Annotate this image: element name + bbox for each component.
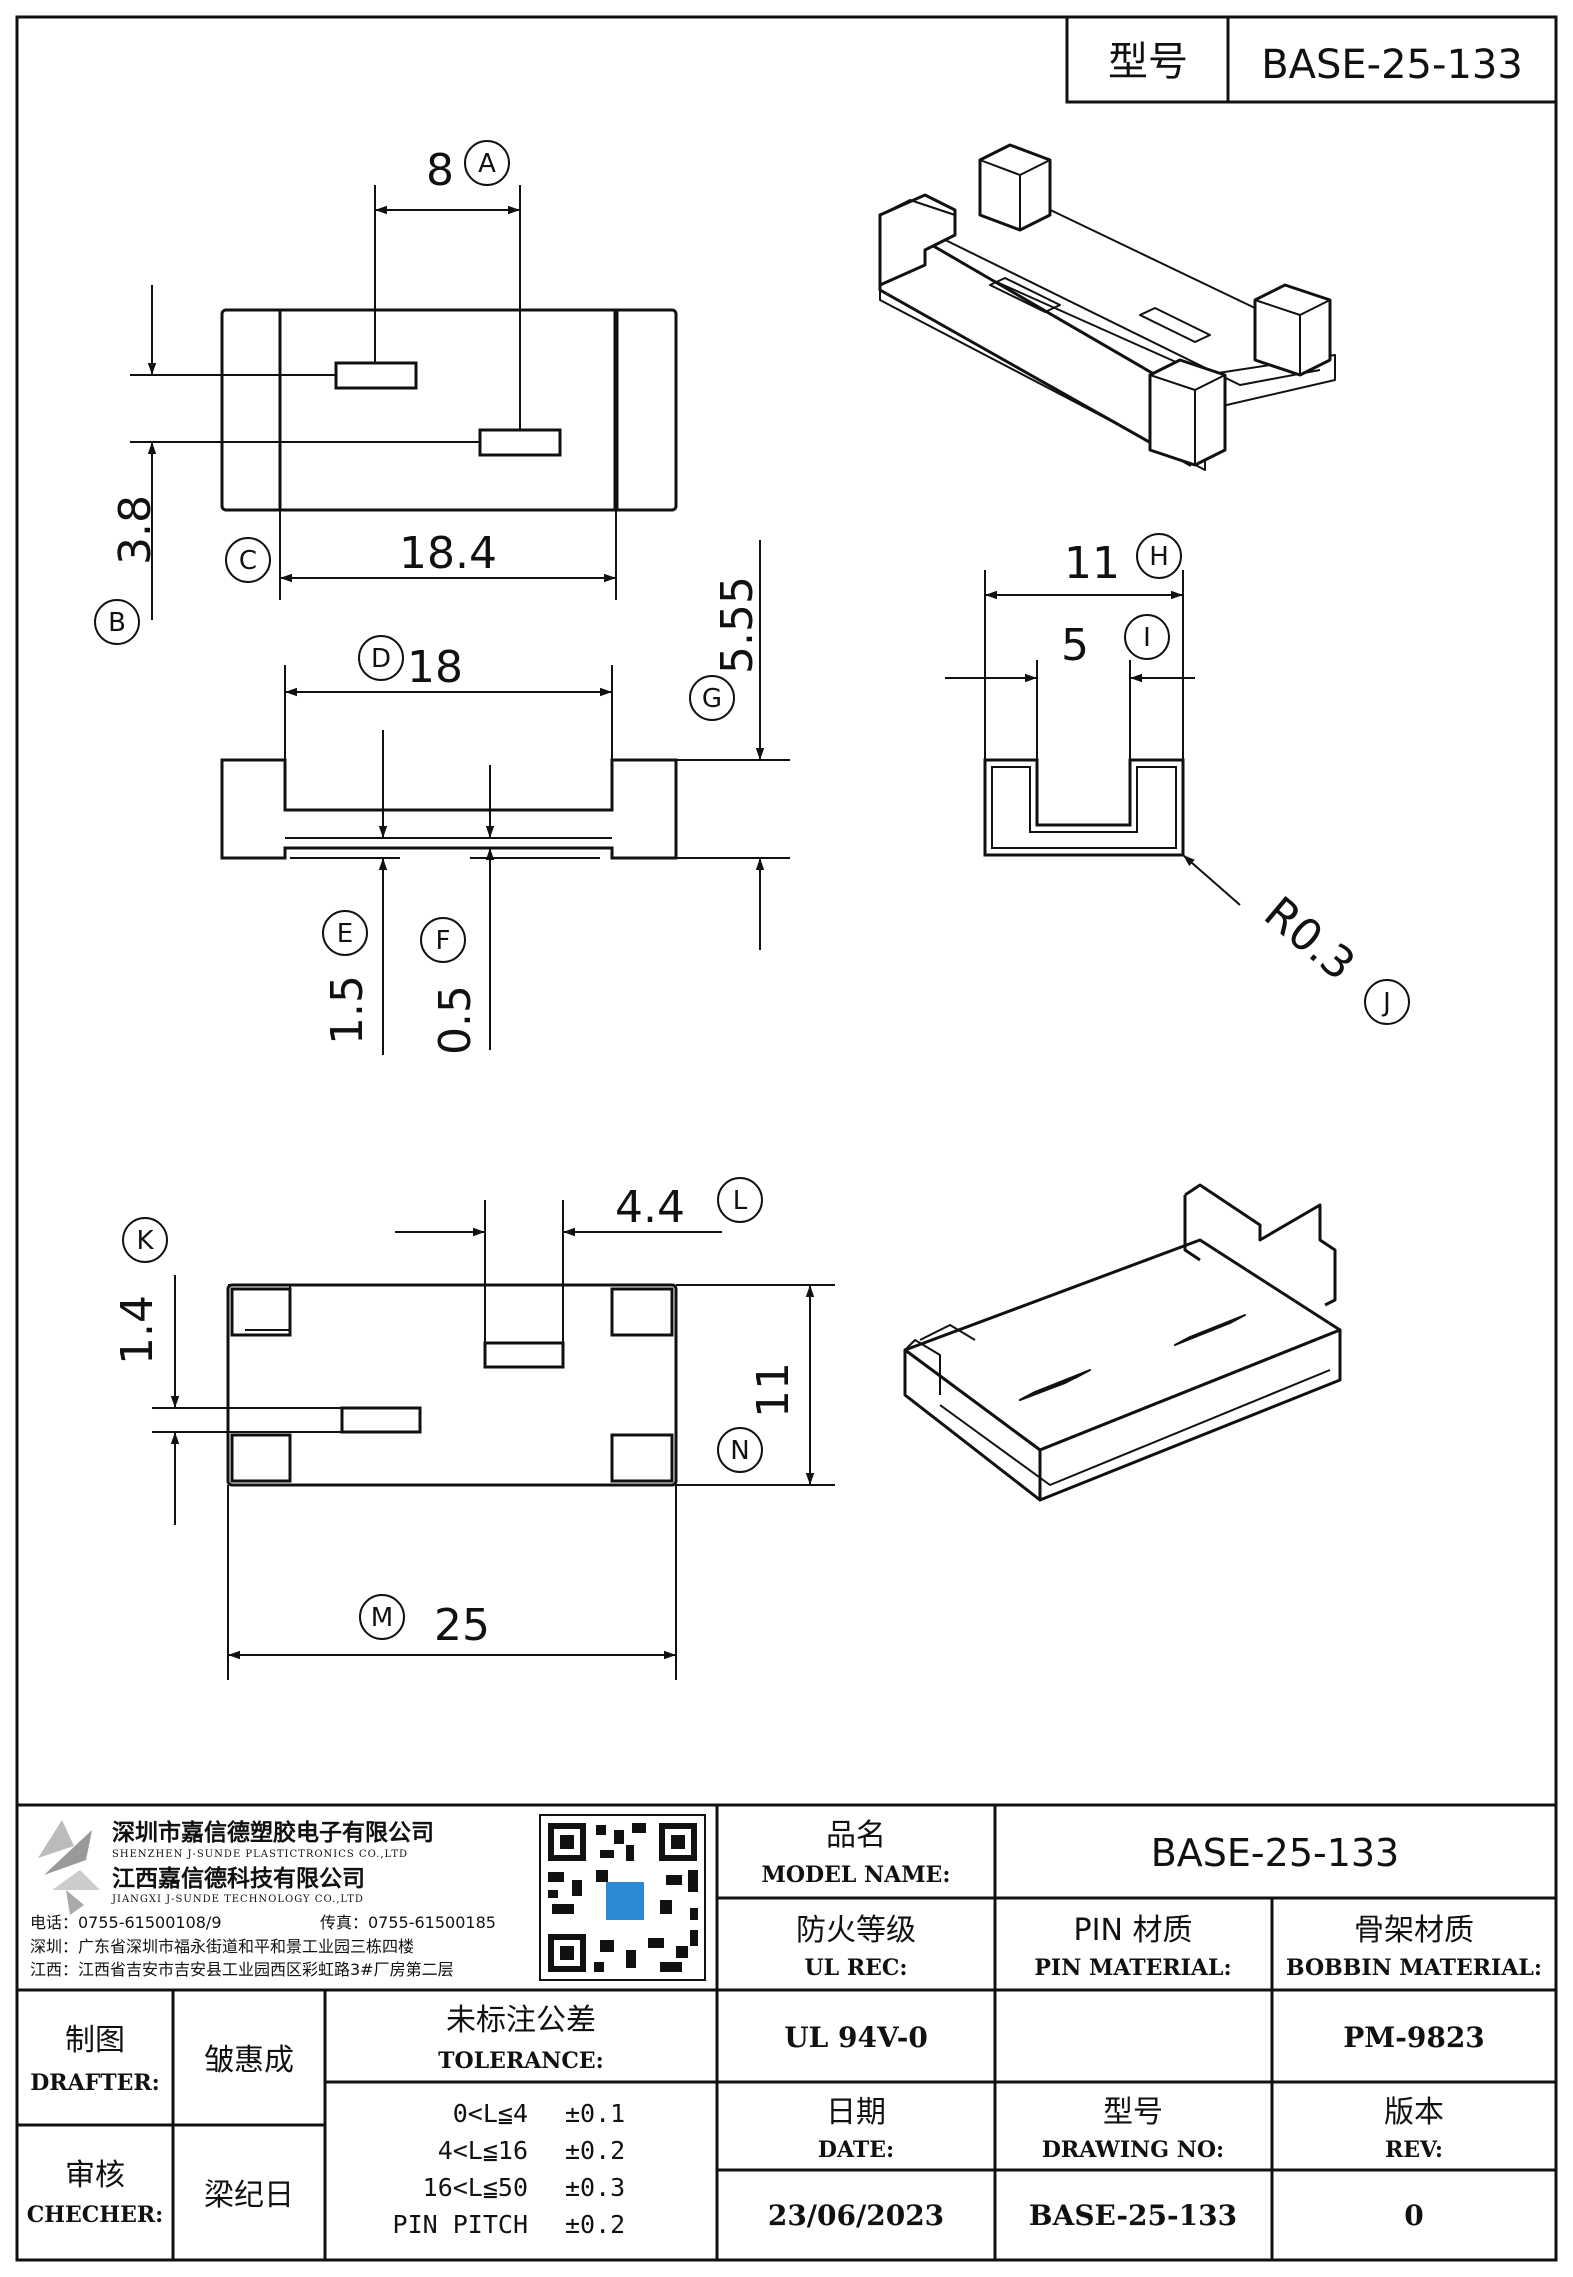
- pin-slot-lower: [478, 428, 562, 457]
- tolerance-value: ±0.2: [565, 2136, 625, 2165]
- tolerance-value: ±0.3: [565, 2173, 625, 2202]
- dim-d-value: 18: [407, 642, 463, 693]
- pin-slot-upper: [334, 361, 418, 390]
- drawing-no-value: BASE-25-133: [1029, 2199, 1237, 2232]
- company-name-jiangxi-en: JIANGXI J-SUNDE TECHNOLOGY CO.,LTD: [111, 1894, 364, 1905]
- dim-c-value: 18.4: [399, 528, 497, 579]
- dimension-markers: [94, 140, 1410, 1640]
- company-name-shenzhen: 深圳市嘉信德塑胶电子有限公司: [112, 1819, 434, 1846]
- company-address-jiangxi: 江西：江西省吉安市吉安县工业园西区彩虹路3#厂房第二层: [30, 1960, 454, 1979]
- checker-label-cn: 审核: [65, 2158, 125, 2193]
- model-name-label-en: MODEL NAME:: [762, 1862, 951, 1888]
- pin-material-label-cn: PIN 材质: [1074, 1913, 1193, 1948]
- date-value: 23/06/2023: [768, 2199, 944, 2232]
- tolerance-label-cn: 未标注公差: [446, 2003, 596, 2038]
- marker-h: H: [1149, 542, 1169, 572]
- header-label: 型号: [1108, 39, 1188, 85]
- ul-value: UL 94V-0: [784, 2021, 928, 2054]
- dim-b-value: 3.8: [110, 495, 161, 565]
- marker-e: E: [337, 919, 353, 949]
- company-logo: [38, 1820, 100, 1915]
- drawing-no-label-cn: 型号: [1103, 2095, 1163, 2130]
- dim-h-value: 11: [1064, 538, 1120, 589]
- isometric-view-top: [878, 143, 1336, 471]
- dim-f-value: 0.5: [430, 985, 481, 1055]
- dim-e-value: 1.5: [322, 975, 373, 1045]
- checker-label-en: CHECHER:: [27, 2202, 164, 2228]
- header-model: BASE-25-133: [1261, 42, 1523, 88]
- bobbin-material-label-cn: 骨架材质: [1354, 1913, 1474, 1948]
- dim-m-value: 25: [434, 1600, 490, 1651]
- side-view: [983, 758, 1185, 857]
- tolerance-range: 16<L≦50: [423, 2173, 528, 2202]
- marker-i: I: [1143, 623, 1151, 653]
- dim-i-value: 5: [1061, 620, 1089, 671]
- tolerance-range: PIN PITCH: [393, 2210, 528, 2239]
- drafter-label-cn: 制图: [65, 2023, 125, 2058]
- rev-label-en: REV:: [1385, 2137, 1443, 2163]
- drawing-no-label-en: DRAWING NO:: [1042, 2137, 1224, 2163]
- dim-k-value: 1.4: [112, 1295, 163, 1365]
- ul-label-cn: 防火等级: [796, 1913, 916, 1948]
- bottom-view-dimensions: [152, 1200, 835, 1680]
- dim-n-value: 11: [748, 1362, 799, 1418]
- front-view-dimensions: [284, 540, 790, 1055]
- marker-n: N: [730, 1436, 749, 1466]
- company-tel: 电话：0755-61500108/9: [30, 1913, 222, 1932]
- tolerance-range: 4<L≦16: [438, 2136, 528, 2165]
- front-view: [220, 758, 678, 860]
- date-label-en: DATE:: [818, 2137, 894, 2163]
- side-view-dimensions: [945, 570, 1241, 906]
- rev-value: 0: [1404, 2199, 1423, 2232]
- dim-l-value: 4.4: [615, 1182, 685, 1233]
- tolerance-table: 0<L≦4 ±0.1 4<L≦16 ±0.2 16<L≦50 ±0.3 PIN …: [393, 2099, 626, 2239]
- ul-label-en: UL REC:: [805, 1955, 908, 1981]
- top-view: [220, 308, 678, 512]
- company-name-jiangxi: 江西嘉信德科技有限公司: [112, 1865, 365, 1892]
- dim-j-value: R0.3: [1254, 887, 1364, 991]
- isometric-view-bottom: [903, 1183, 1342, 1502]
- marker-c: C: [239, 546, 257, 576]
- marker-d: D: [371, 644, 391, 674]
- bottom-view: [226, 1283, 678, 1487]
- marker-k: K: [136, 1226, 154, 1256]
- model-name-label-cn: 品名: [826, 1818, 886, 1853]
- header-model-box: 型号 BASE-25-133: [1065, 15, 1558, 104]
- dimension-marker-letters: A B C D E F G H I J K L N M: [108, 149, 1391, 1633]
- company-fax: 传真：0755-61500185: [320, 1913, 496, 1932]
- marker-a: A: [478, 149, 496, 179]
- pin-material-label-en: PIN MATERIAL:: [1034, 1955, 1231, 1981]
- company-address-shenzhen: 深圳：广东省深圳市福永街道和平和景工业园三栋四楼: [30, 1937, 414, 1956]
- model-name-value: BASE-25-133: [1151, 1831, 1400, 1875]
- bottom-slot-upper: [483, 1341, 565, 1369]
- title-block-grid: [17, 1803, 1556, 2260]
- dim-g-value: 5.55: [712, 576, 763, 674]
- drafter-label-en: DRAFTER:: [30, 2070, 160, 2096]
- tolerance-range: 0<L≦4: [453, 2099, 528, 2128]
- company-name-shenzhen-en: SHENZHEN J-SUNDE PLASTICTRONICS CO.,LTD: [112, 1849, 408, 1860]
- drafter-name: 皱惠成: [204, 2043, 294, 2078]
- marker-m: M: [371, 1603, 393, 1633]
- marker-g: G: [702, 684, 722, 714]
- date-label-cn: 日期: [826, 2095, 886, 2130]
- tolerance-value: ±0.2: [565, 2210, 625, 2239]
- dim-a-value: 8: [426, 145, 454, 196]
- rev-label-cn: 版本: [1384, 2095, 1444, 2130]
- sheet-border: [15, 15, 1558, 2262]
- marker-b: B: [108, 608, 126, 638]
- marker-f: F: [436, 926, 451, 956]
- bobbin-material-value: PM-9823: [1343, 2021, 1485, 2054]
- bobbin-material-label-en: BOBBIN MATERIAL:: [1286, 1955, 1542, 1981]
- marker-j: J: [1381, 988, 1391, 1018]
- top-view-dimensions: [130, 185, 617, 620]
- bottom-slot-lower: [340, 1406, 422, 1434]
- qr-code: [539, 1814, 706, 1981]
- tolerance-label-en: TOLERANCE:: [438, 2048, 604, 2074]
- checker-name: 梁纪日: [204, 2178, 294, 2213]
- tolerance-value: ±0.1: [565, 2099, 625, 2128]
- marker-l: L: [733, 1186, 748, 1216]
